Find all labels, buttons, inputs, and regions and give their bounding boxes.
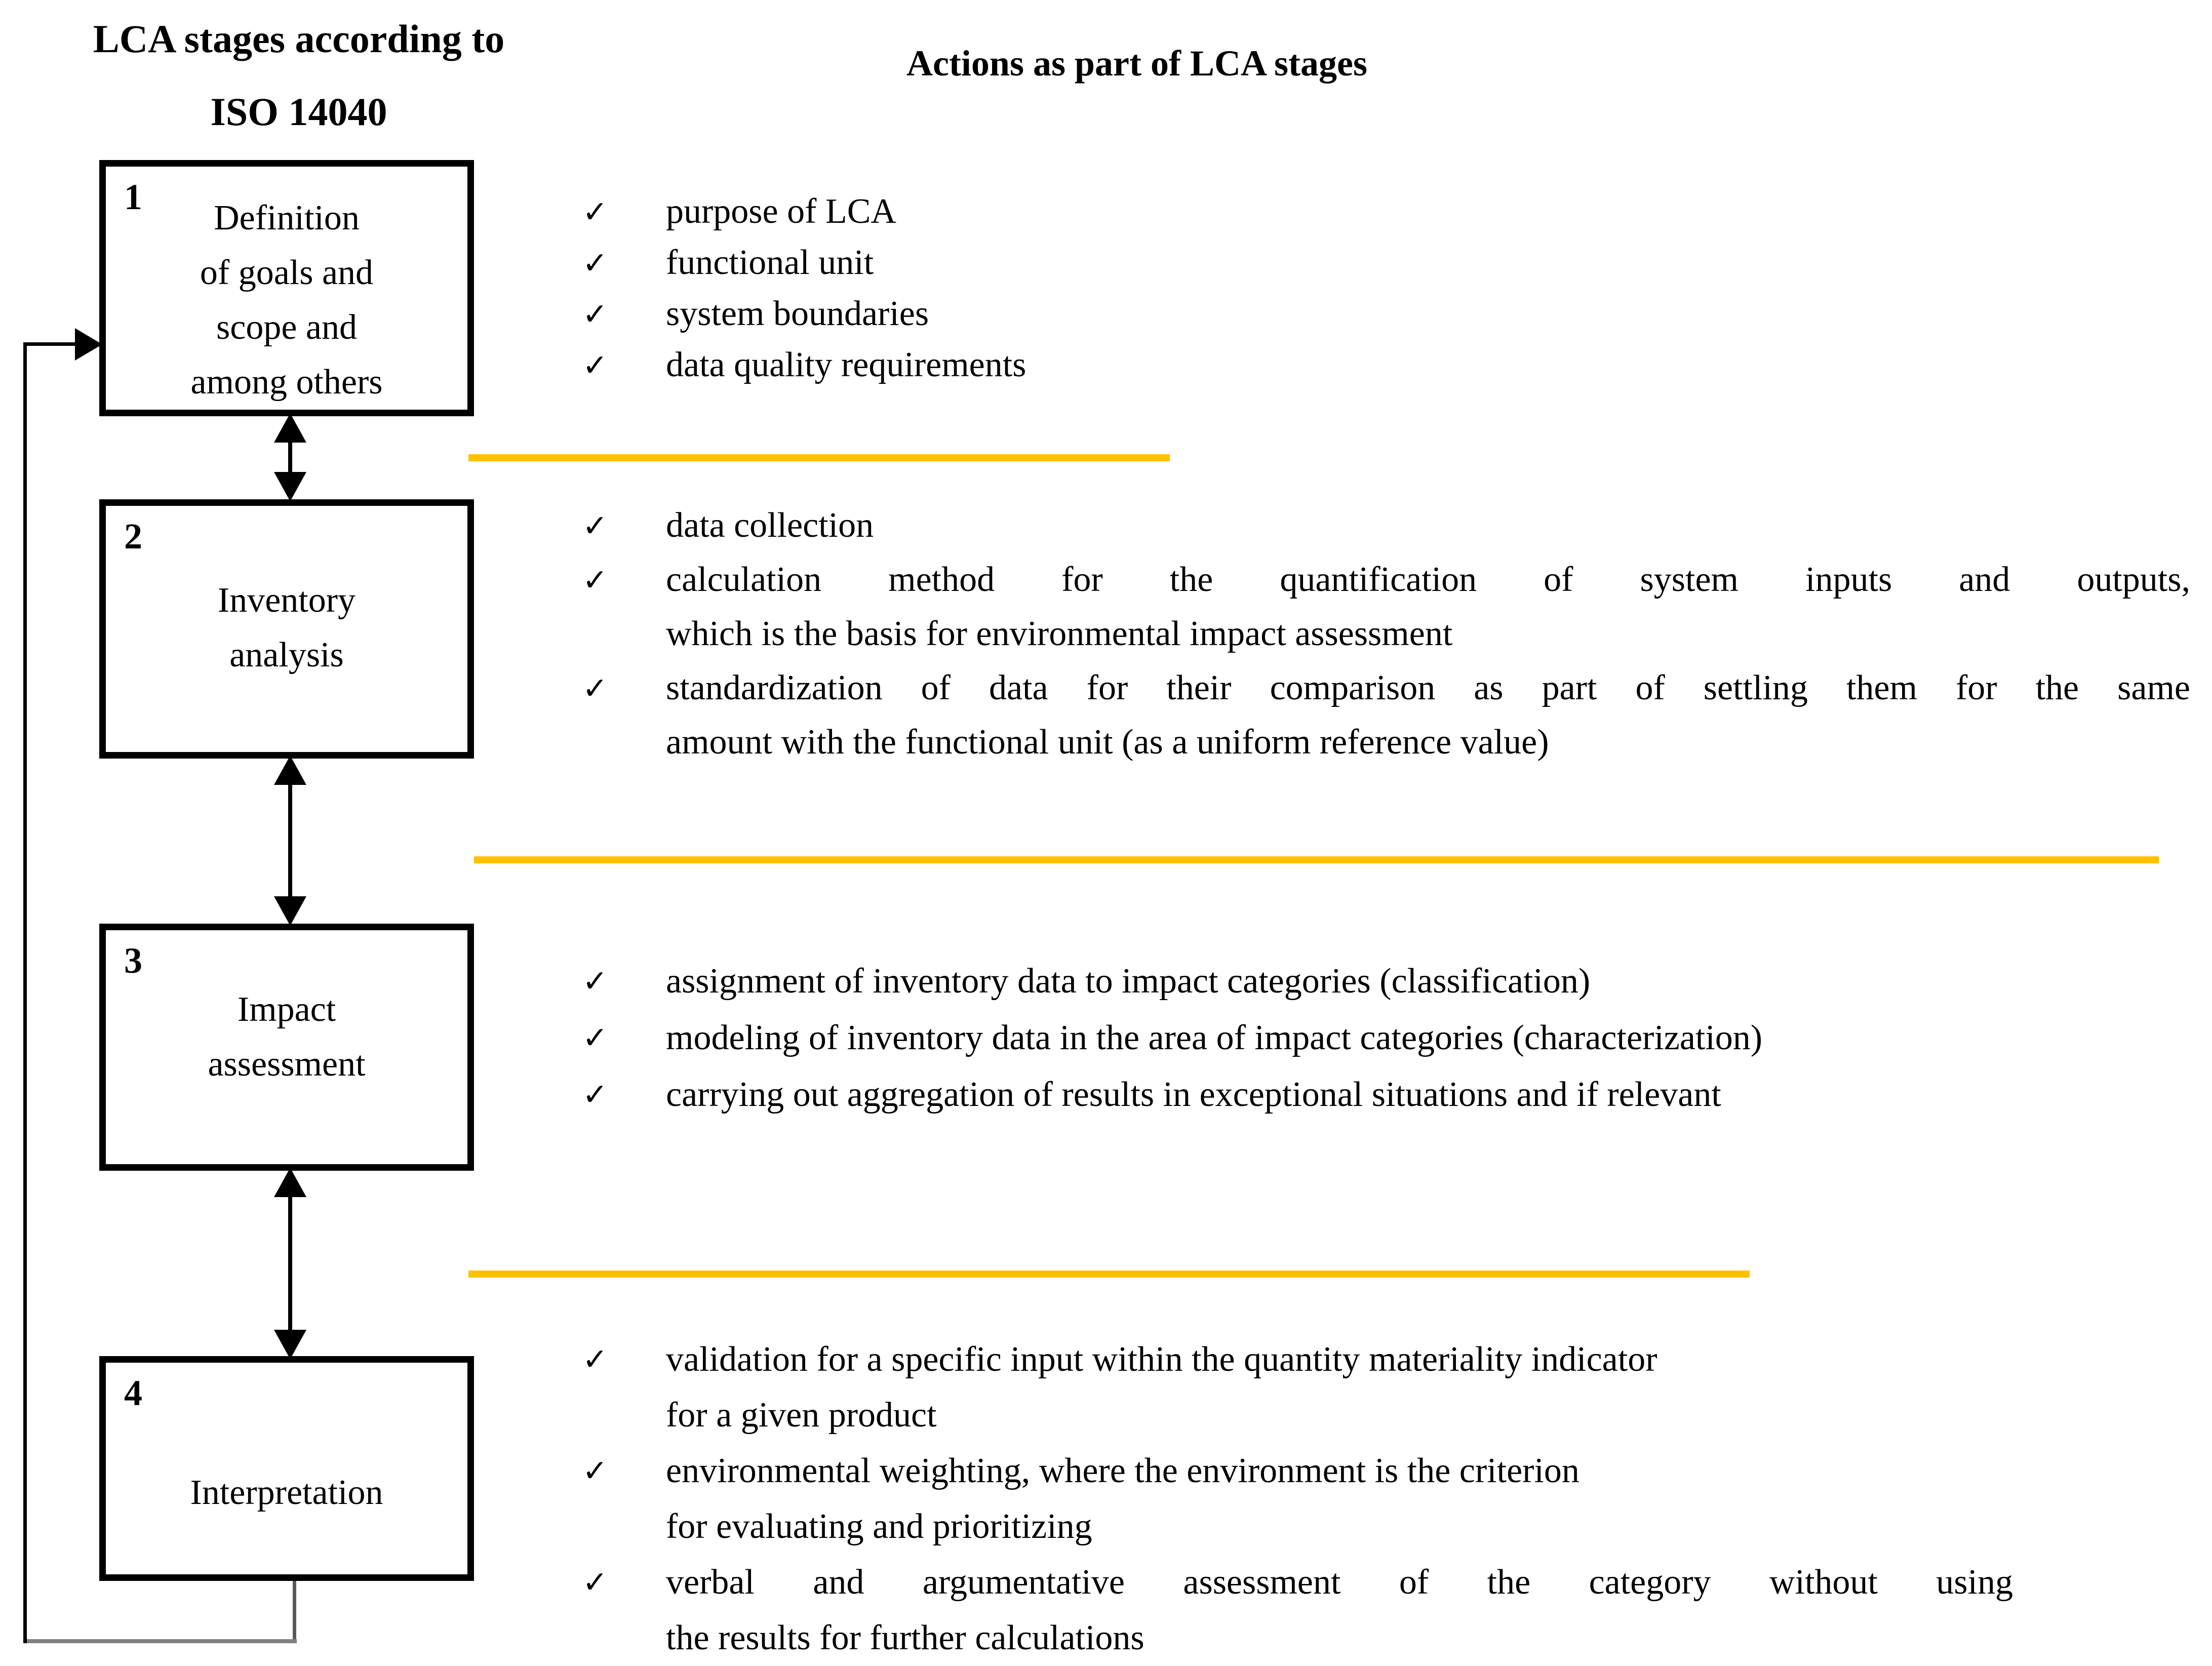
action-text: data collection: [666, 506, 874, 545]
stage-box-inventory-analysis: 2 Inventory analysis: [99, 499, 474, 759]
actions-section-goal-scope: ✓ purpose of LCA ✓ functional unit ✓ system b…: [582, 186, 2198, 391]
action-text: for evaluating and prioritizing: [666, 1506, 1092, 1546]
check-icon: ✓: [582, 562, 608, 598]
action-text: purpose of LCA: [666, 192, 896, 231]
action-text: calculation method for the quantificatio…: [666, 560, 2190, 600]
stage-label: Interpretation: [106, 1465, 467, 1520]
arrowhead-up-icon: [274, 1168, 306, 1197]
check-icon: ✓: [582, 1077, 608, 1113]
action-item-line: amount with the functional unit (as a un…: [582, 716, 2198, 770]
arrow-shaft: [288, 439, 292, 476]
arrow-shaft: [288, 781, 292, 900]
stage-label-line: Impact: [237, 990, 336, 1029]
action-item-line: ✓ assignment of inventory data to impact …: [582, 953, 2198, 1010]
check-icon: ✓: [582, 1020, 608, 1056]
check-icon: ✓: [582, 245, 608, 281]
action-text: validation for a specific input within t…: [666, 1339, 1657, 1379]
arrow-shaft: [288, 1193, 292, 1334]
stage-number: 2: [124, 516, 142, 557]
action-text: modeling of inventory data in the area o…: [666, 1018, 1763, 1057]
feedback-line-bottom: [23, 1639, 297, 1643]
action-text: carrying out aggregation of results in e…: [666, 1075, 1721, 1114]
action-item-line: ✓ standardization of data for their compa…: [582, 661, 2198, 716]
feedback-line-top: [23, 342, 80, 346]
action-text: assignment of inventory data to impact c…: [666, 961, 1591, 1001]
actions-section-inventory: ✓ data collection ✓ calculation method for …: [582, 499, 2198, 770]
stage-label-line: Inventory: [217, 581, 356, 620]
check-icon: ✓: [582, 1565, 608, 1600]
check-icon: ✓: [582, 194, 608, 230]
actions-section-impact: ✓ assignment of inventory data to impact …: [582, 953, 2198, 1123]
stage-label-line: analysis: [229, 636, 344, 675]
section-divider-3: [468, 1271, 1750, 1278]
stage-label-line: assessment: [208, 1045, 366, 1084]
action-item-line: ✓ environmental weighting, where the envi…: [582, 1443, 2198, 1499]
section-divider-1: [468, 454, 1170, 461]
action-text: standardization of data for their compar…: [666, 668, 2190, 708]
action-item-line: ✓ validation for a specific input within …: [582, 1332, 2198, 1387]
stage-label: Definition of goals and scope and among oth…: [106, 191, 467, 410]
action-text: system boundaries: [666, 294, 929, 334]
stage-number: 3: [124, 940, 142, 981]
action-item-line: ✓ modeling of inventory data in the area …: [582, 1010, 2198, 1066]
stage-label-line: among others: [190, 363, 383, 402]
action-item-line: ✓ data collection: [582, 499, 2198, 553]
action-text: which is the basis for environmental imp…: [666, 614, 1453, 654]
check-icon: ✓: [582, 1453, 608, 1489]
action-item-line: for a given product: [582, 1387, 2198, 1443]
check-icon: ✓: [582, 508, 608, 544]
stage-label-line: scope and: [216, 308, 357, 347]
stage-label-line: Interpretation: [190, 1473, 383, 1512]
page-title-line-1: LCA stages according to: [93, 17, 505, 61]
actions-column-heading: Actions as part of LCA stages: [906, 43, 1367, 84]
arrowhead-down-icon: [274, 472, 306, 501]
page-title-line-2: ISO 14040: [210, 90, 387, 134]
action-text: verbal and argumentative assessment of t…: [666, 1562, 2013, 1602]
stage-number: 1: [124, 177, 142, 217]
action-item-line: ✓ purpose of LCA: [582, 186, 2198, 237]
action-text: amount with the functional unit (as a un…: [666, 723, 1549, 762]
action-item-line: ✓ calculation method for the quantificati…: [582, 553, 2198, 607]
action-item-line: the results for further calculations: [582, 1610, 2198, 1666]
stage-label: Impact assessment: [106, 982, 467, 1092]
action-text: data quality requirements: [666, 345, 1026, 385]
arrowhead-up-icon: [274, 413, 306, 443]
stage-box-impact-assessment: 3 Impact assessment: [99, 924, 474, 1171]
stage-number: 4: [124, 1373, 142, 1413]
double-arrow-icon-stage1-stage2: [274, 413, 306, 501]
feedback-line-stage4-stub: [293, 1581, 296, 1642]
arrowhead-down-icon: [274, 1330, 306, 1359]
stage-box-definition-goals-scope: 1 Definition of goals and scope and among o…: [99, 160, 474, 416]
action-text: for a given product: [666, 1395, 937, 1435]
arrowhead-up-icon: [274, 756, 306, 785]
section-divider-2: [474, 856, 2159, 863]
action-text: functional unit: [666, 243, 874, 283]
stage-label: Inventory analysis: [106, 573, 467, 683]
double-arrow-icon-stage2-stage3: [274, 756, 306, 926]
action-item-line: ✓ functional unit: [582, 237, 2198, 289]
actions-section-interpretation: ✓ validation for a specific input within …: [582, 1332, 2198, 1666]
action-item-line: for evaluating and prioritizing: [582, 1499, 2198, 1555]
action-text: the results for further calculations: [666, 1618, 1144, 1657]
stage-box-interpretation: 4 Interpretation: [99, 1356, 474, 1581]
action-item-line: ✓ data quality requirements: [582, 340, 2198, 391]
stage-label-line: of goals and: [200, 253, 374, 292]
feedback-line-vertical: [23, 342, 27, 1643]
action-item-line: ✓ verbal and argumentative assessment of …: [582, 1555, 2198, 1610]
check-icon: ✓: [582, 964, 608, 999]
arrowhead-right-icon: [75, 328, 102, 361]
action-item-line: ✓ carrying out aggregation of results in …: [582, 1066, 2198, 1123]
check-icon: ✓: [582, 347, 608, 383]
check-icon: ✓: [582, 670, 608, 706]
action-item-line: which is the basis for environmental imp…: [582, 607, 2198, 661]
double-arrow-icon-stage3-stage4: [274, 1168, 306, 1359]
check-icon: ✓: [582, 1342, 608, 1377]
stage-label-line: Definition: [214, 199, 360, 237]
arrowhead-down-icon: [274, 896, 306, 926]
action-text: environmental weighting, where the envir…: [666, 1451, 1579, 1490]
action-item-line: ✓ system boundaries: [582, 289, 2198, 340]
check-icon: ✓: [582, 296, 608, 332]
